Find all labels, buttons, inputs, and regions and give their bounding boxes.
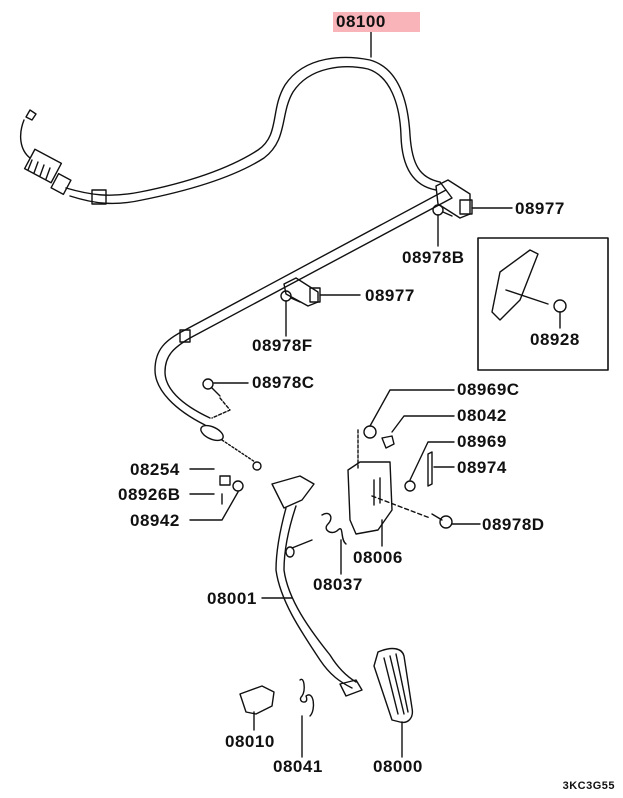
part-label-08977-lower[interactable]: 08977: [365, 286, 415, 305]
part-label-08978b[interactable]: 08978B: [402, 248, 465, 267]
part-label-08978c[interactable]: 08978C: [252, 373, 315, 392]
part-label-08928[interactable]: 08928: [530, 330, 580, 349]
part-label-08926b[interactable]: 08926B: [118, 485, 181, 504]
part-label-08037[interactable]: 08037: [313, 575, 363, 594]
part-label-08001[interactable]: 08001: [207, 589, 257, 608]
part-label-08000[interactable]: 08000: [373, 757, 423, 776]
part-label-08042[interactable]: 08042: [457, 406, 507, 425]
part-label-08969c[interactable]: 08969C: [457, 380, 520, 399]
part-label-08041[interactable]: 08041: [273, 757, 323, 776]
part-label-08977-upper[interactable]: 08977: [515, 199, 565, 218]
figure-code: 3KC3G55: [562, 780, 615, 792]
part-label-08974[interactable]: 08974: [457, 458, 507, 477]
part-label-08254[interactable]: 08254: [130, 460, 180, 479]
part-label-08006[interactable]: 08006: [353, 548, 403, 567]
part-label-08978f[interactable]: 08978F: [252, 336, 313, 355]
part-label-08978d[interactable]: 08978D: [482, 515, 545, 534]
part-label-08969[interactable]: 08969: [457, 432, 507, 451]
part-label-08942[interactable]: 08942: [130, 511, 180, 530]
part-label-08010[interactable]: 08010: [225, 732, 275, 751]
part-label-08100[interactable]: 08100: [333, 12, 420, 32]
accelerator-cable-drawing: [21, 32, 608, 757]
